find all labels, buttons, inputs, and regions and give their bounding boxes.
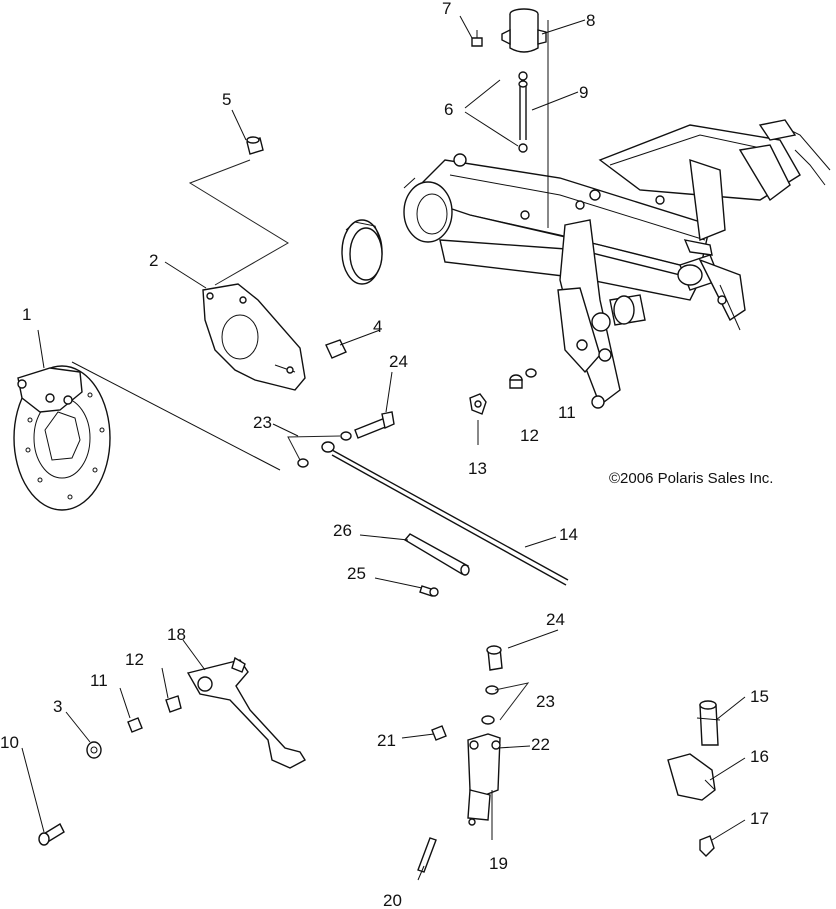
callout-8: 8 bbox=[586, 11, 596, 30]
part-12-bushing-lower bbox=[165, 695, 182, 713]
part-21-bolt bbox=[431, 725, 447, 741]
callout-25: 25 bbox=[347, 564, 366, 583]
part-24-bolt-lower bbox=[486, 645, 503, 671]
part-8-reservoir bbox=[501, 8, 547, 53]
part-6-clamps bbox=[518, 71, 528, 153]
part-11-nut-lower bbox=[127, 717, 143, 733]
part-14-rod bbox=[321, 441, 569, 586]
callout-22: 22 bbox=[531, 735, 550, 754]
callout-14: 14 bbox=[559, 525, 578, 544]
callout-24-lower: 24 bbox=[546, 610, 565, 629]
callout-4: 4 bbox=[373, 317, 383, 336]
part-3-washer bbox=[86, 741, 102, 759]
callout-17: 17 bbox=[750, 809, 769, 828]
part-23-washer-upper bbox=[297, 431, 352, 468]
part-12-bushing-upper bbox=[509, 374, 523, 389]
part-18-brake-pedal bbox=[186, 656, 306, 769]
callout-11-upper: 11 bbox=[558, 403, 576, 422]
part-5-bolt bbox=[246, 136, 264, 155]
callout-21: 21 bbox=[377, 731, 396, 750]
part-23-washer-lower bbox=[481, 685, 499, 725]
callout-23-upper: 23 bbox=[253, 413, 272, 432]
callout-13: 13 bbox=[468, 459, 487, 478]
callout-24-upper: 24 bbox=[389, 352, 408, 371]
part-13-clip bbox=[469, 393, 487, 415]
callout-11-lower: 11 bbox=[90, 671, 108, 690]
callout-6: 6 bbox=[444, 100, 454, 119]
callout-18: 18 bbox=[167, 625, 186, 644]
frame-assembly bbox=[403, 119, 831, 409]
part-11-washer-upper bbox=[525, 368, 537, 378]
part-16-guard bbox=[667, 753, 716, 801]
part-24-bolt-upper bbox=[354, 411, 395, 439]
part-4-nut bbox=[325, 339, 347, 359]
callout-16: 16 bbox=[750, 747, 769, 766]
callout-20: 20 bbox=[383, 891, 402, 909]
callout-12-upper: 12 bbox=[520, 426, 539, 445]
part-22-master-cylinder bbox=[467, 733, 501, 826]
part-15-fitting bbox=[696, 700, 721, 746]
callout-1: 1 bbox=[22, 305, 32, 324]
callout-2: 2 bbox=[149, 251, 159, 270]
part-26-sleeve bbox=[403, 533, 470, 576]
callout-3: 3 bbox=[53, 697, 63, 716]
callout-10: 10 bbox=[0, 733, 19, 752]
callout-9: 9 bbox=[579, 83, 589, 102]
callout-26: 26 bbox=[333, 521, 352, 540]
copyright-notice: ©2006 Polaris Sales Inc. bbox=[609, 470, 774, 487]
part-25-pin bbox=[419, 585, 439, 597]
part-17-clip bbox=[699, 835, 715, 857]
part-20-pin bbox=[417, 837, 437, 873]
part-7-screw bbox=[471, 30, 483, 47]
callout-23-lower: 23 bbox=[536, 692, 555, 711]
part-1-brake-disc bbox=[13, 365, 111, 511]
part-9-hose bbox=[518, 80, 528, 140]
part-2-caliper-bracket bbox=[202, 283, 306, 391]
callout-15: 15 bbox=[750, 687, 769, 706]
leader-lines bbox=[21, 15, 746, 881]
bearing-ring bbox=[341, 219, 383, 285]
part-10-bolt bbox=[38, 823, 65, 846]
callout-19: 19 bbox=[489, 854, 508, 873]
callout-12-lower: 12 bbox=[125, 650, 144, 669]
callout-5: 5 bbox=[222, 90, 232, 109]
callout-7: 7 bbox=[442, 0, 452, 18]
